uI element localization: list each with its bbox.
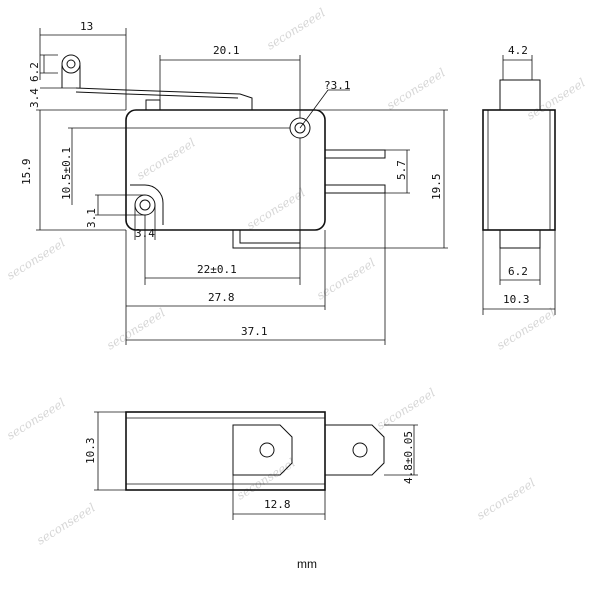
side-actuator — [499, 79, 541, 111]
watermark: seconseeel — [374, 385, 438, 432]
dim-roller-dia: 6.2 — [28, 62, 41, 82]
bottom-body — [125, 411, 326, 491]
dim-top-width: 4.2 — [508, 44, 528, 57]
dim-mount-hole: ?3.1 — [324, 79, 351, 92]
dim-lever-offset: 13 — [80, 20, 93, 33]
dim-hole-spacing-v: 10.5±0.1 — [60, 147, 73, 200]
terminal-tab-2 — [324, 424, 385, 476]
side-base — [499, 229, 541, 249]
dim-terminal-width: 4.8±0.05 — [402, 431, 415, 484]
dim-overall-height: 19.5 — [430, 174, 443, 201]
watermark: seconseeel — [234, 455, 298, 502]
front-view: 13 6.2 3.4 20.1 ?3.1 15.9 10.5±0.1 3.1 — [20, 20, 448, 345]
watermark: seconseeel — [244, 185, 308, 232]
switch-body — [125, 109, 326, 231]
dim-terminal-span: 12.8 — [264, 498, 291, 511]
unit-label: mm — [297, 557, 317, 571]
watermark: seconseeel — [474, 475, 538, 522]
dim-hole-offset-y: 3.1 — [85, 208, 98, 228]
side-view: 4.2 6.2 10.3 — [482, 44, 556, 315]
dim-body-height: 15.9 — [20, 159, 33, 186]
dim-hole-spacing-h: 22±0.1 — [197, 263, 237, 276]
dim-bottom-width: 10.3 — [84, 438, 97, 465]
watermark: seconseeel — [494, 305, 558, 352]
terminals — [232, 149, 386, 249]
roller — [61, 54, 81, 88]
watermark: seconseeel — [264, 5, 328, 52]
watermark: seconseeel — [4, 395, 68, 442]
watermark: seconseeel — [134, 135, 198, 182]
mounting-hole-top — [289, 117, 311, 139]
plunger — [145, 99, 161, 110]
dim-lever-gap: 3.4 — [28, 88, 41, 108]
watermark: seconseeel — [384, 65, 448, 112]
dim-terminal-pitch: 5.7 — [395, 160, 408, 180]
lever-arm — [75, 87, 253, 110]
side-body — [482, 109, 556, 231]
watermark: seconseeel — [104, 305, 168, 352]
dim-lever-length: 20.1 — [213, 44, 240, 57]
bottom-view: 10.3 4.8±0.05 12.8 — [84, 411, 418, 520]
watermark: seconseeel — [314, 255, 378, 302]
dim-overall-length: 37.1 — [241, 325, 268, 338]
watermark: seconseeel — [34, 500, 98, 547]
dim-body-length: 27.8 — [208, 291, 235, 304]
dim-base-width: 6.2 — [508, 265, 528, 278]
dim-body-width: 10.3 — [503, 293, 530, 306]
watermark: seconseeel — [524, 75, 588, 122]
watermark: seconseeel — [4, 235, 68, 282]
